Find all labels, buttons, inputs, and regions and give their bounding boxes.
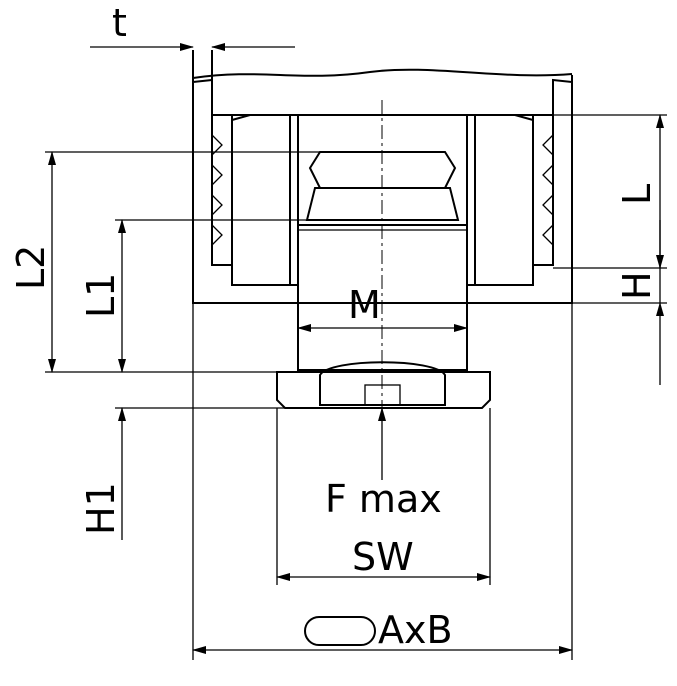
- label-H1: H1: [79, 482, 123, 535]
- label-f-max: F max: [325, 477, 442, 521]
- oval-shape-icon: [304, 616, 376, 646]
- break-line: [192, 68, 573, 79]
- insert: [211, 114, 554, 285]
- label-M: M: [348, 283, 381, 327]
- label-L1: L1: [79, 273, 123, 318]
- extension-lines: [45, 114, 667, 660]
- label-AxB: AxB: [378, 608, 453, 652]
- label-L2: L2: [9, 245, 53, 290]
- dimension-lines: [48, 43, 664, 654]
- label-H: H: [615, 271, 659, 300]
- label-t: t: [112, 1, 127, 45]
- label-L: L: [615, 184, 659, 205]
- label-SW: SW: [352, 535, 414, 579]
